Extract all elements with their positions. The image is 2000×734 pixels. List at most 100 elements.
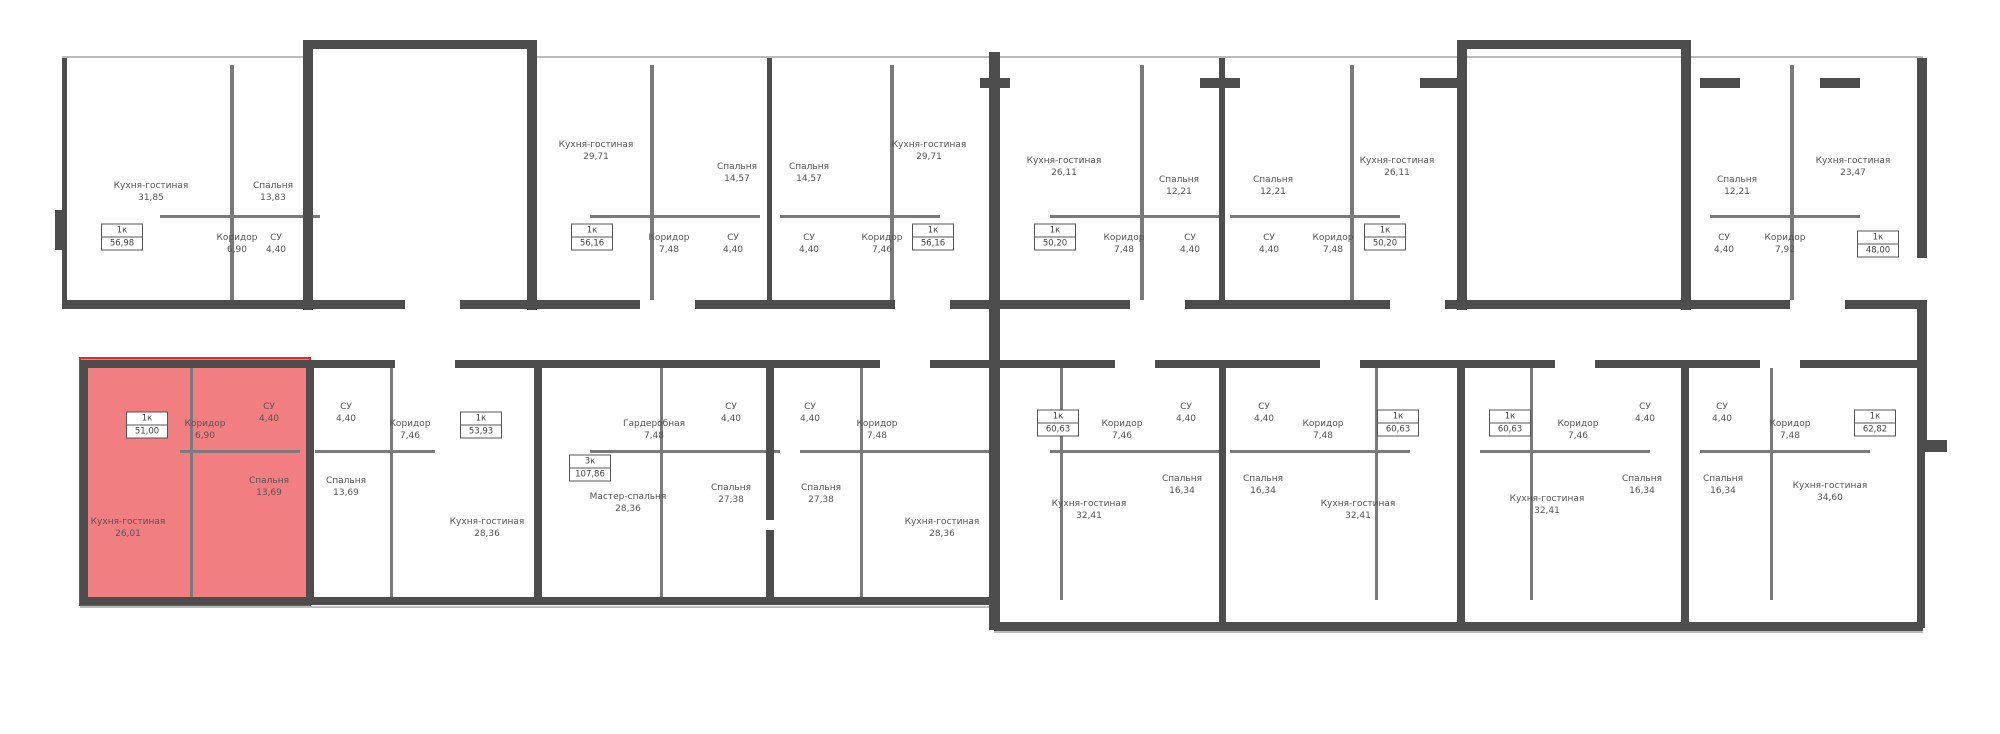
room-area: 4,40 bbox=[798, 245, 820, 255]
partition-wall bbox=[780, 215, 940, 218]
room-area: 26,11 bbox=[1051, 168, 1077, 178]
room-area: 4,40 bbox=[1253, 414, 1275, 424]
apartment-area: 50,20 bbox=[1042, 238, 1068, 249]
wall bbox=[80, 360, 88, 605]
room-name: СУ bbox=[803, 233, 815, 243]
room-name: Кухня-гостиная bbox=[113, 181, 189, 191]
room-name: Коридор bbox=[1764, 233, 1806, 243]
room-name: Спальня bbox=[1702, 474, 1744, 484]
room-name: Кухня-гостиная bbox=[558, 140, 634, 150]
room-area: 4,40 bbox=[335, 414, 357, 424]
room-name: Кухня-гостиная bbox=[1359, 156, 1435, 166]
partition-wall bbox=[800, 450, 990, 453]
room-name: СУ bbox=[1263, 233, 1275, 243]
room-area: 7,48 bbox=[866, 431, 888, 441]
partition-wall bbox=[230, 65, 234, 305]
partition-wall bbox=[190, 360, 193, 600]
room-area: 16,34 bbox=[1169, 486, 1195, 496]
room-area: 4,40 bbox=[1179, 245, 1201, 255]
room-area: 26,11 bbox=[1384, 168, 1410, 178]
room-area: 7,46 bbox=[1111, 431, 1133, 441]
room-area: 28,36 bbox=[615, 504, 641, 514]
room-area: 27,38 bbox=[718, 495, 744, 505]
room-name: СУ bbox=[727, 233, 739, 243]
room-label: Спальня 27,38 bbox=[711, 482, 751, 506]
room-name: Коридор bbox=[856, 419, 898, 429]
door-opening bbox=[880, 360, 930, 368]
room-area: 4,40 bbox=[799, 414, 821, 424]
room-area: 7,48 bbox=[1113, 245, 1135, 255]
partition-wall bbox=[1790, 65, 1794, 305]
room-name: СУ bbox=[725, 402, 737, 412]
room-area: 28,36 bbox=[474, 529, 500, 539]
room-area: 32,41 bbox=[1534, 506, 1560, 516]
room-area: 4,40 bbox=[265, 245, 287, 255]
wall bbox=[1219, 360, 1226, 628]
wall bbox=[1917, 360, 1925, 628]
apartment-bottom-3[interactable] bbox=[538, 364, 994, 600]
door-opening bbox=[1555, 360, 1595, 368]
partition-wall bbox=[1710, 215, 1860, 218]
room-area: 4,40 bbox=[1713, 245, 1735, 255]
room-area: 7,46 bbox=[399, 431, 421, 441]
partition-wall bbox=[1230, 215, 1400, 218]
room-area: 27,38 bbox=[808, 495, 834, 505]
room-name: Спальня bbox=[252, 181, 294, 191]
room-area: 14,57 bbox=[724, 174, 750, 184]
partition-wall bbox=[390, 360, 393, 600]
room-label: СУ 4,40 bbox=[799, 232, 819, 256]
partition-wall bbox=[1230, 450, 1410, 453]
door-opening bbox=[1320, 360, 1360, 368]
partition-wall bbox=[1140, 65, 1144, 305]
room-name: Кухня-гостиная bbox=[1792, 481, 1868, 491]
room-name: Спальня bbox=[1158, 175, 1200, 185]
door-opening bbox=[895, 300, 950, 309]
room-area: 4,40 bbox=[720, 414, 742, 424]
wall bbox=[534, 360, 542, 605]
room-name: Коридор bbox=[861, 233, 903, 243]
partition-wall bbox=[1480, 450, 1650, 453]
room-name: Спальня bbox=[710, 483, 752, 493]
apartment-type: 1к bbox=[1855, 411, 1895, 424]
wall bbox=[306, 360, 314, 605]
wall bbox=[767, 58, 772, 308]
wall bbox=[527, 40, 537, 310]
apartment-area: 60,63 bbox=[1497, 424, 1523, 435]
door-opening bbox=[405, 300, 460, 309]
room-area: 32,41 bbox=[1345, 511, 1371, 521]
wall bbox=[989, 52, 1000, 630]
wall bbox=[80, 360, 1923, 368]
